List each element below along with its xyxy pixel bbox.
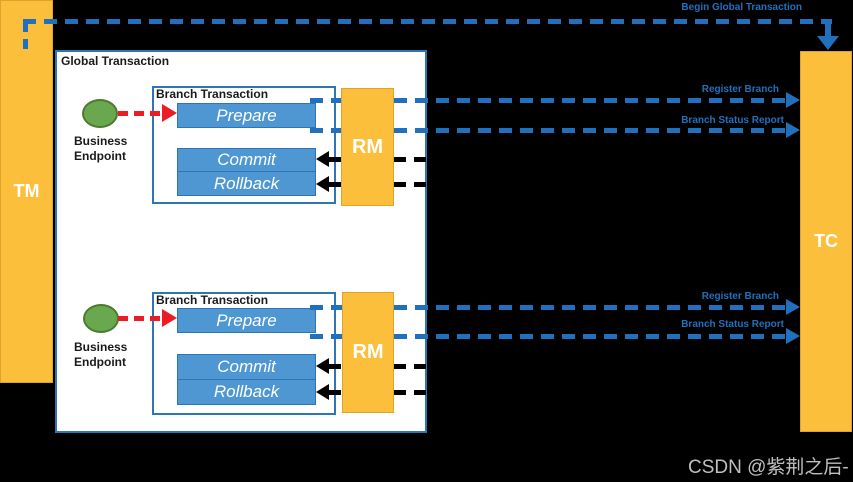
- rm-label-2: RM: [352, 341, 384, 363]
- rollback-command-flow-2: [394, 390, 800, 395]
- rollback-label-2: Rollback: [213, 382, 280, 401]
- arrow-right-blue-icon: [786, 299, 800, 315]
- begin-global-transaction-arrow-shaft: [825, 24, 831, 37]
- branch-status-report-label-2: Branch Status Report: [681, 319, 784, 330]
- business-endpoint-label-2: Business Endpoint: [74, 340, 144, 370]
- commit-box-1: Commit: [177, 148, 316, 172]
- commit-command-flow-1: [394, 157, 800, 162]
- commit-label-1: Commit: [217, 150, 276, 169]
- rollback-arrow-shaft-2: [328, 390, 341, 395]
- tm-node: TM: [0, 0, 53, 383]
- rm-label-1: RM: [351, 135, 384, 158]
- tc-node: TC: [800, 51, 852, 432]
- global-transaction-label: Global Transaction: [61, 54, 170, 68]
- business-endpoint-node-2: [83, 304, 119, 333]
- branch-transaction-label-1: Branch Transaction: [156, 87, 269, 101]
- prepare-label-2: Prepare: [216, 310, 277, 330]
- prepare-box-2: Prepare: [177, 308, 316, 333]
- branch-status-report-flow-2: [310, 334, 786, 339]
- rollback-label-1: Rollback: [213, 173, 280, 193]
- arrow-right-blue-icon: [786, 328, 800, 344]
- register-branch-flow-1: [310, 98, 786, 103]
- rollback-arrow-shaft-1: [328, 182, 341, 187]
- arrow-right-blue-icon: [786, 92, 800, 108]
- arrow-right-blue-icon: [786, 122, 800, 138]
- business-endpoint-label-1: Business Endpoint: [74, 134, 144, 164]
- commit-command-flow-2: [394, 364, 800, 369]
- tm-label: TM: [13, 181, 40, 201]
- arrow-left-black-icon: [316, 151, 329, 167]
- begin-global-transaction-flow: [23, 19, 832, 24]
- begin-global-transaction-flow-vertical: [23, 22, 28, 50]
- arrow-down-icon: [817, 36, 839, 50]
- prepare-label-1: Prepare: [216, 105, 277, 125]
- register-branch-label-2: Register Branch: [701, 291, 779, 302]
- commit-box-2: Commit: [177, 354, 316, 380]
- rollback-box-1: Rollback: [177, 171, 316, 196]
- endpoint-to-prepare-flow-1: [118, 111, 163, 116]
- business-endpoint-line2: Endpoint: [74, 149, 126, 163]
- rollback-box-2: Rollback: [177, 379, 316, 405]
- endpoint-to-prepare-flow-2: [118, 316, 163, 321]
- arrow-right-red-icon: [162, 309, 177, 327]
- arrow-left-black-icon: [316, 358, 329, 374]
- rm-node-1: RM: [341, 88, 394, 206]
- rollback-command-flow-1: [394, 182, 800, 187]
- begin-global-transaction-label: Begin Global Transaction: [681, 2, 802, 13]
- branch-transaction-box-1: [152, 86, 336, 204]
- csdn-watermark: CSDN @紫荆之后-: [688, 457, 849, 478]
- register-branch-flow-2: [310, 305, 786, 310]
- commit-label-2: Commit: [217, 357, 276, 376]
- branch-status-report-flow-1: [310, 128, 786, 133]
- arrow-left-black-icon: [316, 176, 329, 192]
- rm-node-2: RM: [342, 292, 394, 413]
- branch-transaction-label-2: Branch Transaction: [156, 293, 269, 307]
- business-endpoint-line1: Business: [74, 134, 128, 148]
- tc-label: TC: [814, 231, 838, 251]
- commit-arrow-shaft-1: [328, 157, 341, 162]
- business-endpoint-node-1: [82, 99, 118, 128]
- commit-arrow-shaft-2: [328, 364, 341, 369]
- arrow-left-black-icon: [316, 384, 329, 400]
- business-endpoint-line1: Business: [74, 340, 128, 354]
- register-branch-label-1: Register Branch: [701, 84, 779, 95]
- business-endpoint-line2: Endpoint: [74, 355, 126, 369]
- branch-status-report-label-1: Branch Status Report: [681, 115, 784, 126]
- branch-transaction-box-2: [152, 292, 336, 415]
- arrow-right-red-icon: [162, 104, 177, 122]
- prepare-box-1: Prepare: [177, 103, 316, 128]
